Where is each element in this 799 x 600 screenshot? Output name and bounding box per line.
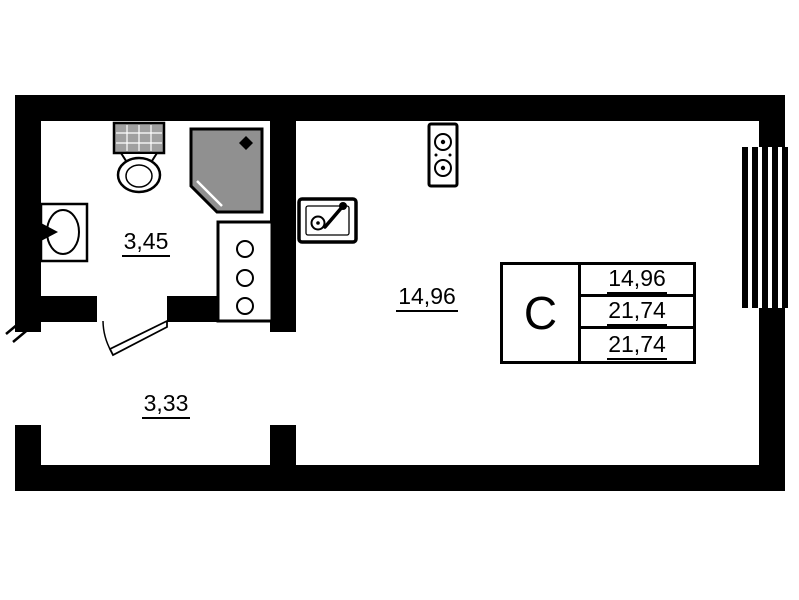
table-row-total-area-with-balcony: 21,74 — [581, 329, 693, 361]
wall-bathroom-bottom-left — [41, 296, 97, 322]
cabinet-icon — [216, 220, 274, 323]
table-row-living-area: 14,96 — [581, 265, 693, 297]
wall-left-lower-block — [15, 425, 41, 491]
wall-interior-vertical — [270, 121, 296, 332]
bathroom-sink-icon — [39, 202, 89, 263]
table-row-total-area: 21,74 — [581, 297, 693, 329]
toilet-icon — [112, 121, 166, 194]
wall-right-lower — [759, 308, 785, 491]
apartment-type-letter: С — [503, 265, 581, 361]
wall-top — [15, 95, 785, 121]
wall-right-upper — [759, 95, 785, 147]
main-room-area-label: 14,96 — [385, 283, 469, 312]
hall-area-label: 3,33 — [132, 390, 200, 419]
area-table: С 14,96 21,74 21,74 — [500, 262, 696, 364]
stove-icon — [427, 122, 459, 188]
wall-break-icon — [5, 313, 38, 343]
bathroom-area-label: 3,45 — [112, 228, 180, 257]
wall-interior-vertical-stub — [270, 425, 296, 467]
window-icon — [742, 147, 788, 308]
shower-icon — [189, 127, 264, 214]
wall-bottom — [15, 465, 785, 491]
door-swing-icon — [102, 319, 168, 357]
wall-bathroom-bottom-right — [167, 296, 220, 322]
wall-left-upper — [15, 95, 41, 332]
kitchen-sink-icon — [297, 197, 358, 244]
